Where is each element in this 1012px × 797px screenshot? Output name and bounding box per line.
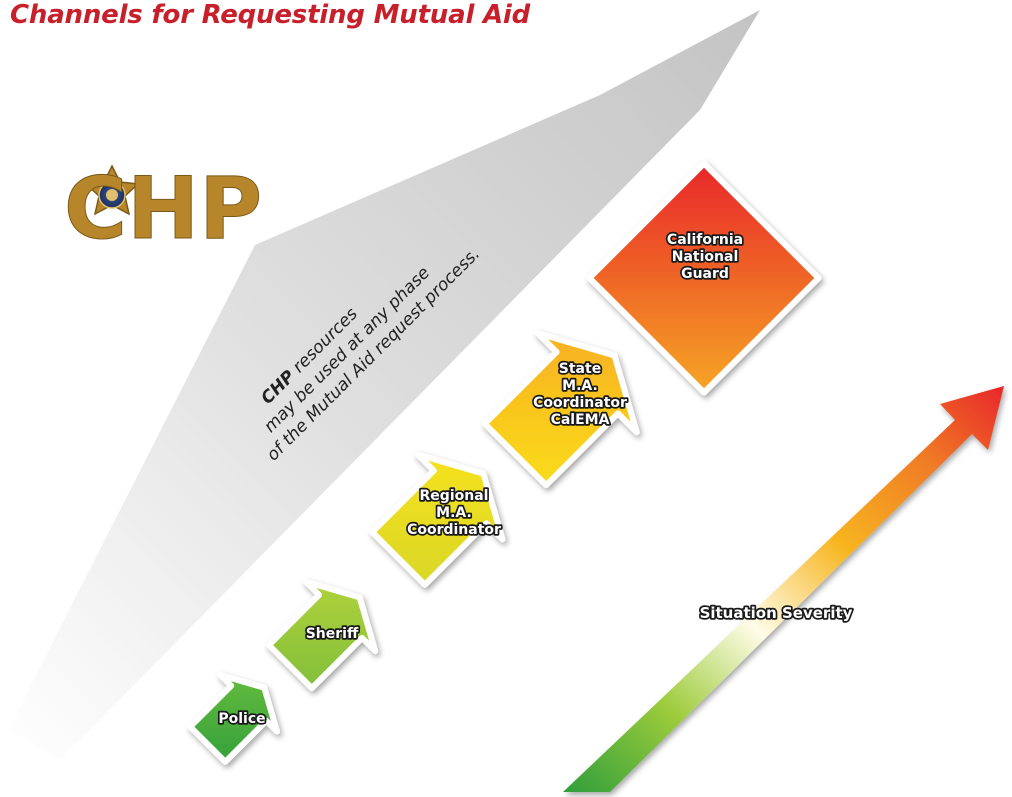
step-label-line: National (672, 249, 739, 265)
step-label-line: Regional (420, 488, 489, 504)
step-arrow-1 (187, 671, 281, 765)
page-title: Channels for Requesting Mutual Aid (10, 0, 531, 30)
step-arrow-shape-5 (586, 160, 822, 396)
step-arrow-3 (369, 451, 506, 588)
step-label-line: Coordinator (533, 395, 627, 411)
chp-logo: CHP (64, 159, 263, 260)
step-arrow-shape-1 (187, 671, 281, 765)
step-arrow-shape-2 (265, 578, 379, 692)
step-label-line: State (559, 361, 601, 377)
chp-logo-text: CHP (64, 159, 262, 259)
step-arrow-shape-3 (369, 451, 506, 588)
chp-star-badge-icon (84, 164, 140, 216)
background-band (8, 10, 760, 760)
step-label-line: Sheriff (306, 626, 359, 642)
step-label-line: CalEMA (551, 412, 610, 428)
step-label-2: Sheriff (306, 626, 359, 642)
step-label-line: California (667, 232, 743, 248)
step-label-line: Guard (681, 266, 729, 282)
step-arrow-4 (481, 330, 640, 489)
step-label-line: M.A. (562, 378, 598, 394)
step-arrow-5 (586, 160, 822, 396)
step-label-line: Coordinator (407, 522, 501, 538)
step-label-1: Police (218, 711, 265, 727)
step-arrow-shape-4 (481, 330, 640, 489)
severity-label: Situation Severity (700, 604, 853, 622)
severity-arrow (563, 386, 1004, 792)
step-label-line: M.A. (436, 505, 472, 521)
step-label-line: Police (218, 711, 265, 727)
step-arrow-2 (265, 578, 379, 692)
